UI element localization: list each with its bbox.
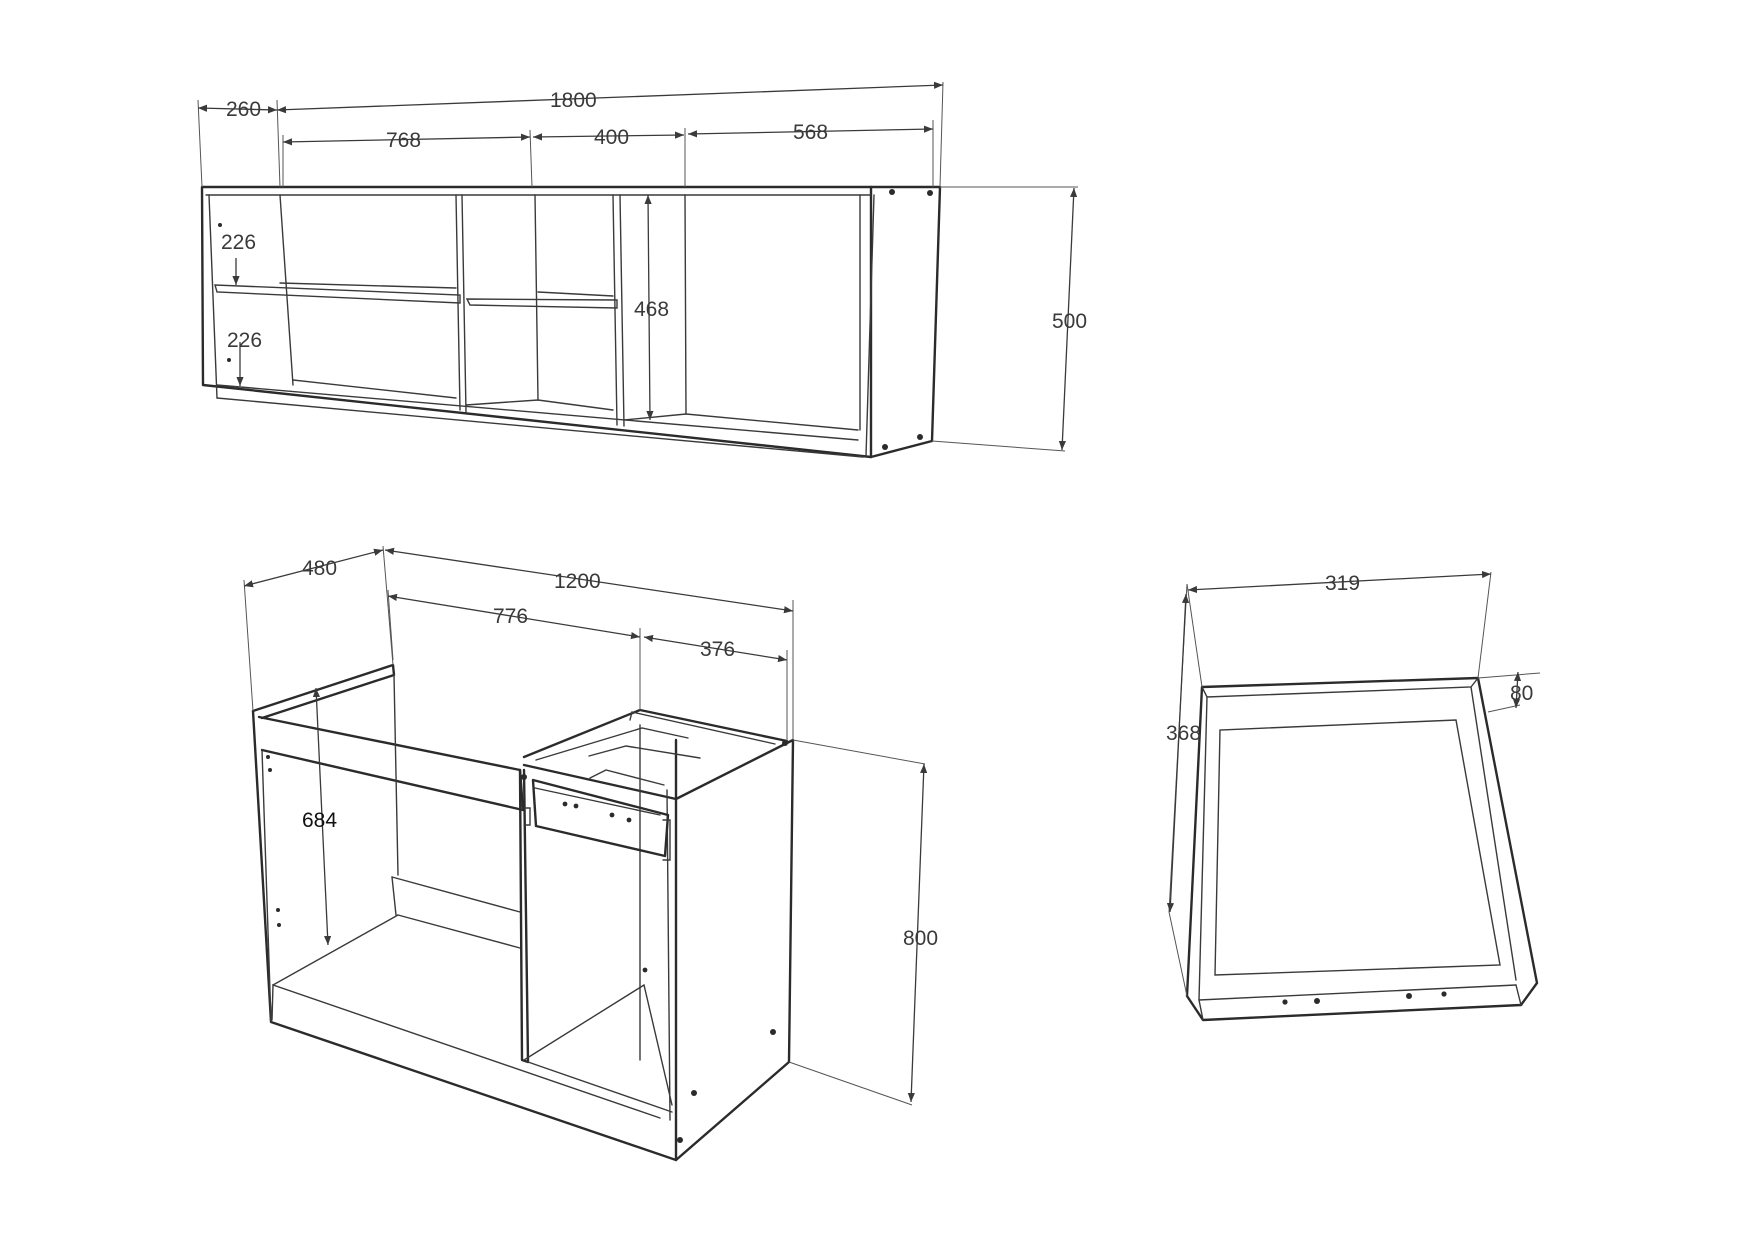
label-800: 800	[903, 927, 938, 950]
label-468: 468	[634, 298, 669, 321]
label-80: 80	[1510, 682, 1533, 705]
dim-568-line	[687, 125, 934, 138]
dim-260-line	[197, 104, 278, 114]
wall-cabinet: 1800 260 768 400 568 226 226 468 500	[197, 81, 1087, 459]
label-1800: 1800	[550, 89, 597, 112]
drawer: 319 368 80	[1166, 570, 1541, 1022]
dim-500-line	[1058, 187, 1078, 451]
label-260: 260	[226, 98, 261, 121]
wall-cabinet-side-panel	[869, 185, 942, 459]
label-768: 768	[386, 129, 421, 152]
base-cabinet: 480 1200 776 376 684 800	[243, 545, 938, 1162]
label-368: 368	[1166, 722, 1201, 745]
label-568: 568	[793, 121, 828, 144]
label-684: 684	[302, 809, 337, 832]
dim-368-line	[1166, 593, 1190, 913]
label-776: 776	[493, 605, 528, 628]
label-500: 500	[1052, 310, 1087, 333]
label-226-top: 226	[221, 231, 256, 254]
base-cabinet-drawer-front	[531, 778, 670, 858]
label-400: 400	[594, 126, 629, 149]
base-cabinet-left-side	[251, 709, 678, 1162]
dim-468-line	[644, 194, 654, 421]
dim-480-line	[243, 548, 384, 588]
dim-376-line	[643, 634, 788, 663]
dim-684-line	[312, 687, 332, 946]
dim-776-line	[387, 593, 641, 640]
dim-400-line	[532, 131, 685, 141]
dim-768-line	[282, 133, 531, 146]
label-480: 480	[302, 557, 337, 580]
label-1200: 1200	[554, 570, 601, 593]
dim-1200-line	[384, 547, 794, 614]
dim-1800-line	[276, 81, 944, 114]
label-319: 319	[1325, 572, 1360, 595]
label-226-bottom: 226	[227, 329, 262, 352]
dim-319-line	[1187, 570, 1492, 594]
dim-800-line	[907, 763, 928, 1103]
dim-80-line	[1512, 671, 1522, 709]
label-376: 376	[700, 638, 735, 661]
